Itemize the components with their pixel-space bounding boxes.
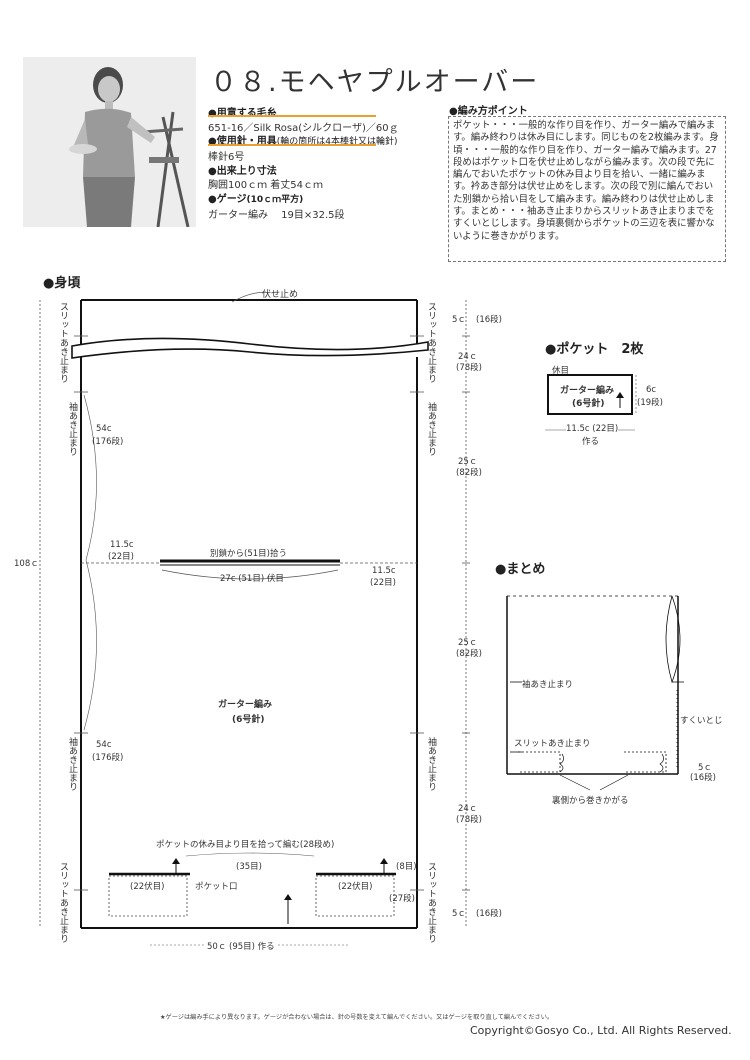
sep-right-width: 11.5c [372, 566, 396, 576]
method-heading: ●編み方ポイント [449, 106, 528, 117]
sep-right-stitches: (22目) [370, 578, 396, 588]
body-pattern-label: ガーター編み [218, 700, 273, 710]
right-24c-bottom: 24ｃ [458, 804, 478, 814]
gauge-heading-label: ●ゲージ [208, 194, 247, 205]
yarn-heading: ●用意する毛糸 [208, 108, 277, 119]
side-rows-top: (176段) [92, 437, 124, 447]
needles-note: (輪の箇所は4本棒針又は輪針) [276, 137, 398, 147]
bind-off-leader [231, 291, 267, 303]
sleeve-stop-top-left: 袖あき止まり [67, 402, 77, 456]
bind-22-right: (22伏目) [338, 882, 373, 892]
left-dimension-lines [39, 300, 417, 928]
pocket-make: 作る [582, 437, 600, 447]
right-25c-a: 25ｃ [458, 457, 478, 467]
body-needle-label: (6号針) [232, 715, 265, 725]
slit-stop-top-right: スリットあき止まり [426, 302, 436, 383]
finish-sukui-label: すくいとじ [680, 716, 723, 726]
sep-left-width: 11.5c [110, 540, 134, 550]
pocket-height: 6c [646, 385, 657, 395]
needles-heading: ●使用針・用具(輪の箇所は4本棒針又は輪針) [208, 132, 397, 147]
size-heading: ●出来上り寸法 [208, 166, 277, 177]
right-5c-bottom: 5ｃ [452, 909, 466, 919]
pocket-width: 11.5c (22目) [566, 422, 619, 434]
pocket-pickup-label: ポケットの休み目より目を拾って編む(28段め) [156, 840, 335, 850]
finish-rows: (16段) [690, 773, 716, 783]
neck-bindoff-label: 27c (51目) 伏目 [220, 574, 284, 584]
break-wave [71, 337, 429, 359]
finish-heading: ●まとめ [495, 562, 546, 577]
neck-pickup-label: 別鎖から(51目)拾う [210, 549, 287, 559]
slit-stop-bottom-left: スリットあき止まり [58, 862, 68, 943]
slit-stop-top-left: スリットあき止まり [58, 302, 68, 383]
needles-heading-underline [208, 144, 376, 146]
sleeve-stop-bottom-left: 袖あき止まり [67, 737, 77, 791]
side-rows-bottom: (176段) [92, 753, 124, 763]
finish-piece [506, 595, 684, 791]
slit-stop-bottom-right: スリットあき止まり [426, 862, 436, 943]
method-text: ポケット・・・一般的な作り目を作り、ガーター編みで編みます。編み終わりは休み目に… [453, 120, 719, 242]
yarn-heading-underline [208, 115, 376, 117]
bind-off-top-label: 伏せ止め [262, 290, 299, 300]
needles-text: 棒針6号 [208, 152, 245, 163]
rows-27: (27段) [389, 894, 415, 904]
body-outline [80, 299, 418, 929]
bottom-dimension-label: 50ｃ (95目) 作る [204, 940, 278, 952]
gauge-note: (10ｃｍ平方) [246, 195, 304, 205]
pocket-left [108, 858, 190, 917]
model-photo-illustration [23, 57, 196, 227]
pocket-mouth-label: ポケット口 [195, 882, 238, 892]
right-dimension-lines [410, 300, 470, 928]
finish-length: 5ｃ [698, 763, 712, 773]
pocket-needle-label: (6号針) [572, 399, 605, 409]
model-photo [23, 57, 196, 227]
right-78-top: (78段) [456, 363, 482, 373]
needles-heading-label: ●使用針・用具 [208, 136, 277, 147]
right-25c-b: 25ｃ [458, 638, 478, 648]
footer-copyright: Copyright©Gosyo Co., Ltd. All Rights Res… [470, 1024, 732, 1037]
footer-gauge-note: ★ゲージは編み手により異なります。ゲージが合わない場合は、針の号数を変えて編んで… [160, 1014, 554, 1021]
sleeve-stop-top-right: 袖あき止まり [426, 402, 436, 456]
side-length-bottom: 54c [96, 740, 112, 750]
finish-sleeve-stop: 袖あき止まり [522, 680, 574, 690]
stitches-8: (8目) [396, 862, 417, 872]
finish-slit-stop: スリットあき止まり [514, 739, 591, 749]
pocket-pickup-leader [185, 852, 315, 857]
page-title: ０８.モヘヤプルオーバー [210, 67, 540, 98]
pocket-rest-label: 休目 [552, 366, 570, 376]
yarn-text: 651-16／Silk Rosa(シルクローザ)／60ｇ [208, 123, 399, 134]
side-length-top: 54c [96, 424, 112, 434]
method-box: ポケット・・・一般的な作り目を作り、ガーター編みで編みます。編み終わりは休み目に… [448, 116, 726, 262]
pocket-pattern-label: ガーター編み [560, 386, 615, 396]
pocket-height-rows: (19段) [637, 398, 663, 408]
bind-22-left: (22伏目) [130, 882, 165, 892]
right-78-bottom: (78段) [456, 815, 482, 825]
body-heading: ●身頃 [43, 276, 81, 291]
right-16-bottom: (16段) [476, 909, 502, 919]
size-text: 胸囲100ｃｍ 着丈54ｃｍ [208, 180, 323, 191]
pocket-heading: ●ポケット 2枚 [545, 342, 644, 357]
right-5c-top: 5ｃ [452, 315, 466, 325]
stitches-35: (35目) [236, 862, 262, 872]
total-length: 108ｃ [14, 557, 39, 569]
right-82-b: (82段) [456, 649, 482, 659]
gauge-heading: ●ゲージ(10ｃｍ平方) [208, 190, 303, 205]
finish-whip-label: 裏側から巻きかがる [552, 796, 629, 806]
sleeve-stop-bottom-right: 袖あき止まり [426, 737, 436, 791]
gauge-text: ガーター編み 19目×32.5段 [208, 210, 345, 221]
right-24c-top: 24ｃ [458, 352, 478, 362]
right-16-top: (16段) [476, 315, 502, 325]
sep-left-stitches: (22目) [108, 552, 134, 562]
right-82-a: (82段) [456, 468, 482, 478]
neck-opening [160, 559, 340, 580]
pocket-right [284, 858, 396, 924]
